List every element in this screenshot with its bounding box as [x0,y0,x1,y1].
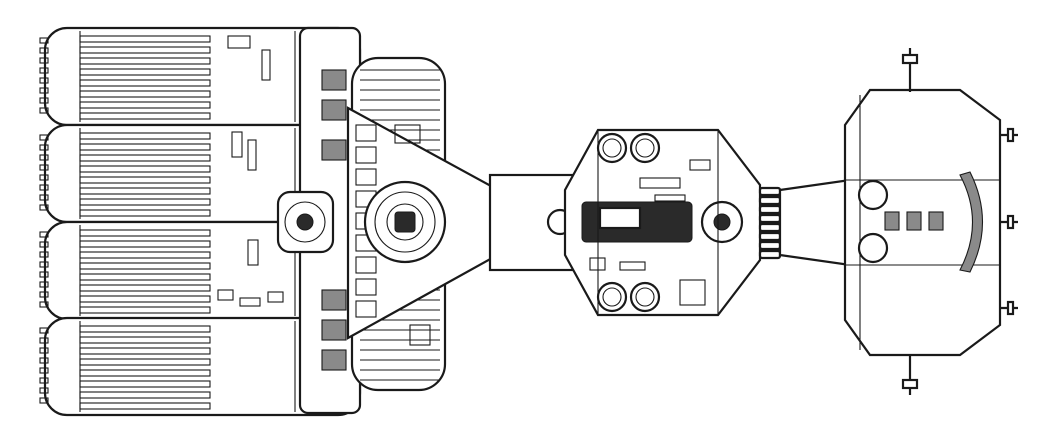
forward-neck [778,178,852,267]
cockpit-panel [598,206,642,230]
engine-nozzle [39,67,49,74]
side-antenna-tip [1006,214,1015,230]
hull-panel [355,300,377,318]
gray-block [321,139,347,161]
engine-nozzle [39,184,49,191]
rib [758,222,782,233]
gray-block [321,319,347,341]
turret-core [394,211,416,233]
rib [758,249,782,260]
engine-nozzle [39,387,49,394]
rib [758,204,782,215]
engine-nozzle [39,301,49,308]
engine-nozzle [39,357,49,364]
engine-nozzle [39,204,49,211]
engine-detail [267,291,284,303]
antennas [901,48,1018,395]
engine-nozzle [39,37,49,44]
hull-detail [639,177,681,189]
engine-nozzle [39,97,49,104]
triangle-hull [346,106,560,340]
hatch [629,132,661,164]
engine-nozzle [39,231,49,238]
engine-nozzle [39,47,49,54]
hull-panel [355,168,377,186]
engine-nozzle [39,144,49,151]
hull-panel [355,278,377,296]
engine-nozzle [39,337,49,344]
side-antenna-tip [1006,300,1015,316]
engine-nozzle [39,261,49,268]
hull-panel [355,124,377,142]
hull-panel [355,146,377,164]
rib [758,195,782,206]
engine-detail [227,35,251,49]
gray-block [321,69,347,91]
engine-nozzle [39,194,49,201]
hatch [596,281,628,313]
engine-detail [247,139,257,171]
rib [758,213,782,224]
antenna-tip [901,53,919,65]
engine-nozzle [39,367,49,374]
engine-nozzle [39,77,49,84]
gray-block [321,99,347,121]
hull-detail [679,279,706,306]
gray-block [321,349,347,371]
hatch-inner [602,287,622,307]
hatch [596,132,628,164]
engine-detail [239,297,261,307]
engine-nozzle [39,347,49,354]
hull-panel [394,124,421,144]
center-turret-core [713,213,731,231]
engine-detail [231,131,243,158]
hull-detail [654,194,686,202]
ribbed-connector [758,186,782,260]
hatch-inner [635,287,655,307]
engine-detail [261,49,271,81]
engine-nozzle [39,377,49,384]
engine-nozzle [39,397,49,404]
engine-nozzle [39,241,49,248]
engine-nozzle [39,107,49,114]
hatch-inner [635,138,655,158]
engine-nozzle [39,281,49,288]
triangle-panels [355,124,431,346]
engine-nozzle [39,251,49,258]
engine-nozzle [39,164,49,171]
rib [758,231,782,242]
hull-panel [409,324,431,346]
central-hull-details [581,130,744,315]
hull-panel [355,256,377,274]
engine-detail [247,239,259,266]
rib [758,240,782,251]
hull-detail [689,159,711,171]
engine-nozzle [39,271,49,278]
engine-nozzle [39,327,49,334]
command-section [843,88,1002,357]
engine-nozzle [39,154,49,161]
hatch-inner [602,138,622,158]
bridge-window [959,171,983,273]
engine-nozzle [39,134,49,141]
engine-nozzle [39,87,49,94]
hull-detail [619,261,646,271]
engine-nozzle [39,174,49,181]
rib [758,186,782,197]
antenna-tip [901,378,919,390]
hatch [629,281,661,313]
engine-nozzle [39,57,49,64]
gray-block [321,289,347,311]
engine-detail [217,289,234,301]
engine-nozzle [39,291,49,298]
side-antenna-tip [1006,127,1015,143]
